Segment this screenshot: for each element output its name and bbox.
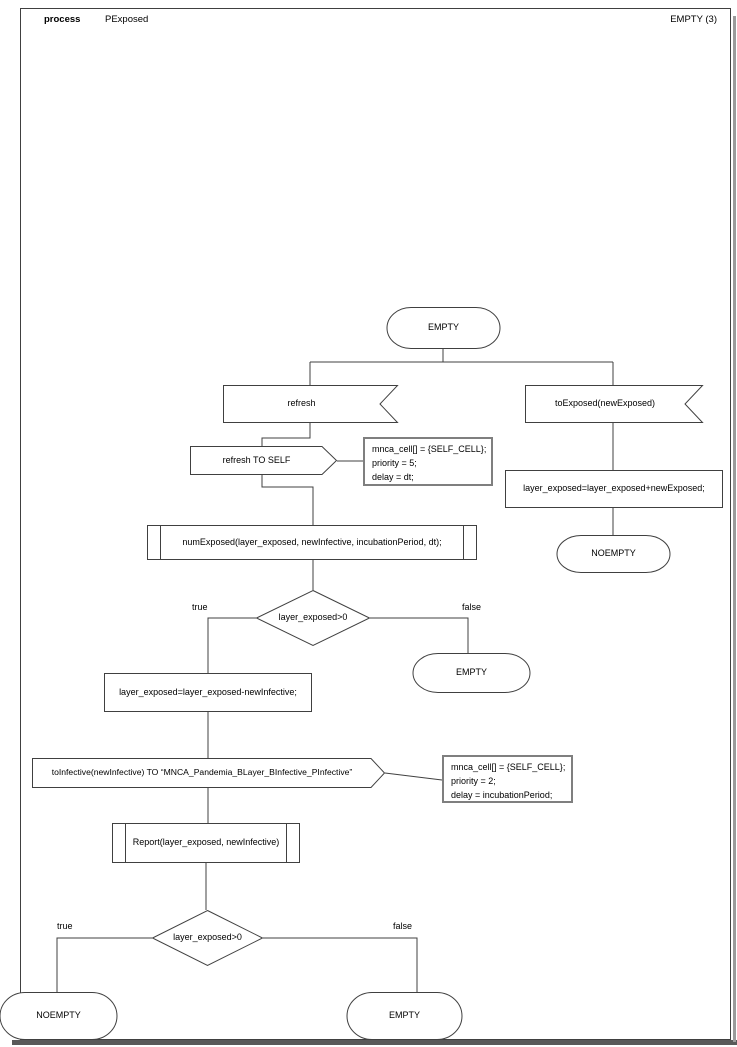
send-refresh-to-self-label: refresh TO SELF: [222, 454, 291, 465]
frame-shadow-bottom: [12, 1040, 737, 1045]
receive-refresh-label: refresh: [287, 398, 316, 409]
proc-numexposed-label: numExposed(layer_exposed, newInfective, …: [182, 536, 442, 547]
note-line: delay = incubationPeriod;: [451, 790, 553, 800]
state-start-empty[interactable]: EMPTY: [386, 307, 501, 349]
note-refresh-params[interactable]: mnca_cell[] = {SELF_CELL}; priority = 5;…: [363, 437, 493, 486]
diagram-frame: [20, 8, 731, 1040]
state-empty-mid[interactable]: EMPTY: [412, 653, 531, 693]
note-line: priority = 5;: [372, 458, 417, 468]
note-line: priority = 2;: [451, 776, 496, 786]
branch-false-label-1: false: [462, 602, 482, 612]
branch-true-label-1: true: [192, 602, 208, 612]
process-name: PExposed: [105, 14, 149, 25]
receive-toexposed-label: toExposed(newExposed): [554, 398, 656, 409]
send-toinfective-label: toInfective(newInfective) TO “MNCA_Pande…: [51, 767, 353, 778]
state-noempty-bottom-label: NOEMPTY: [36, 1010, 81, 1021]
decision-1-label: layer_exposed>0: [278, 612, 348, 623]
receive-toexposed[interactable]: toExposed(newExposed): [525, 385, 704, 423]
note-line: delay = dt;: [372, 472, 414, 482]
state-empty-bottom[interactable]: EMPTY: [346, 992, 463, 1040]
state-start-empty-label: EMPTY: [427, 322, 459, 333]
assign-add-exposed-label: layer_exposed=layer_exposed+newExposed;: [523, 483, 705, 494]
state-noempty-right[interactable]: NOEMPTY: [556, 535, 671, 573]
state-indicator: EMPTY (3): [670, 14, 717, 25]
state-empty-mid-label: EMPTY: [455, 667, 487, 678]
decision-layer-exposed-1[interactable]: layer_exposed>0: [255, 589, 371, 647]
branch-true-label-2: true: [57, 921, 73, 931]
state-noempty-bottom[interactable]: NOEMPTY: [0, 992, 118, 1040]
branch-false-label-2: false: [393, 921, 413, 931]
state-empty-bottom-label: EMPTY: [388, 1010, 420, 1021]
proc-report[interactable]: Report(layer_exposed, newInfective): [112, 823, 300, 863]
assign-sub-infective[interactable]: layer_exposed=layer_exposed-newInfective…: [104, 673, 312, 712]
assign-add-exposed[interactable]: layer_exposed=layer_exposed+newExposed;: [505, 470, 723, 508]
state-noempty-right-label: NOEMPTY: [591, 548, 636, 559]
note-line: mnca_cell[] = {SELF_CELL};: [451, 762, 566, 772]
assign-sub-infective-label: layer_exposed=layer_exposed-newInfective…: [119, 686, 297, 697]
decision-layer-exposed-2[interactable]: layer_exposed>0: [151, 909, 264, 967]
receive-refresh[interactable]: refresh: [223, 385, 399, 423]
process-kind-label: process: [44, 14, 81, 25]
proc-report-label: Report(layer_exposed, newInfective): [132, 837, 280, 848]
proc-numexposed[interactable]: numExposed(layer_exposed, newInfective, …: [147, 525, 477, 560]
note-line: mnca_cell[] = {SELF_CELL};: [372, 444, 487, 454]
frame-shadow-right: [733, 16, 736, 1042]
decision-2-label: layer_exposed>0: [173, 932, 242, 943]
send-toinfective[interactable]: toInfective(newInfective) TO “MNCA_Pande…: [32, 758, 386, 788]
note-toinfective-params[interactable]: mnca_cell[] = {SELF_CELL}; priority = 2;…: [442, 755, 573, 803]
send-refresh-to-self[interactable]: refresh TO SELF: [190, 446, 338, 475]
